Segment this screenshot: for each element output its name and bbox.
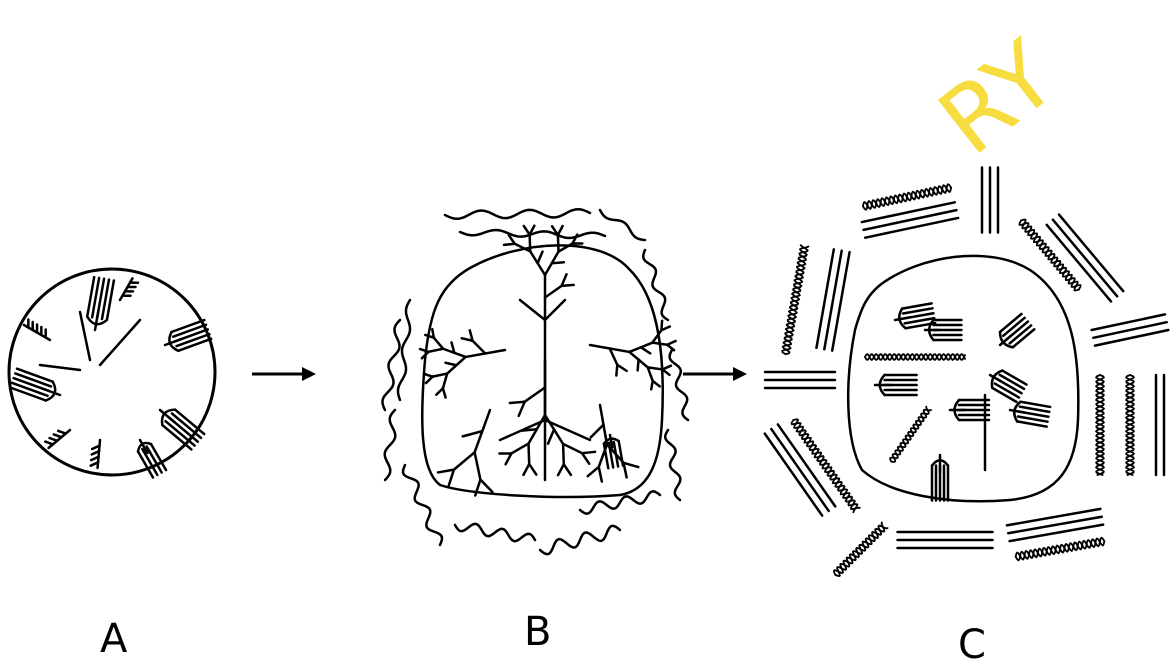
panel-label-c: C <box>958 622 986 664</box>
panel-b-branches <box>420 226 676 496</box>
panel-label-a: A <box>100 616 128 662</box>
panel-c-cell <box>765 168 1169 577</box>
arrow-a-to-b <box>252 367 316 381</box>
watermark-text: RY <box>920 21 1077 176</box>
panel-c-outer-bundles <box>765 168 1169 577</box>
panel-c-fibers <box>865 303 1050 500</box>
arrow-b-to-c <box>683 367 747 381</box>
panel-label-b: B <box>524 609 551 655</box>
panel-a-circle <box>9 269 215 478</box>
watermark: RY <box>920 21 1077 176</box>
panel-b-cell <box>382 209 688 554</box>
